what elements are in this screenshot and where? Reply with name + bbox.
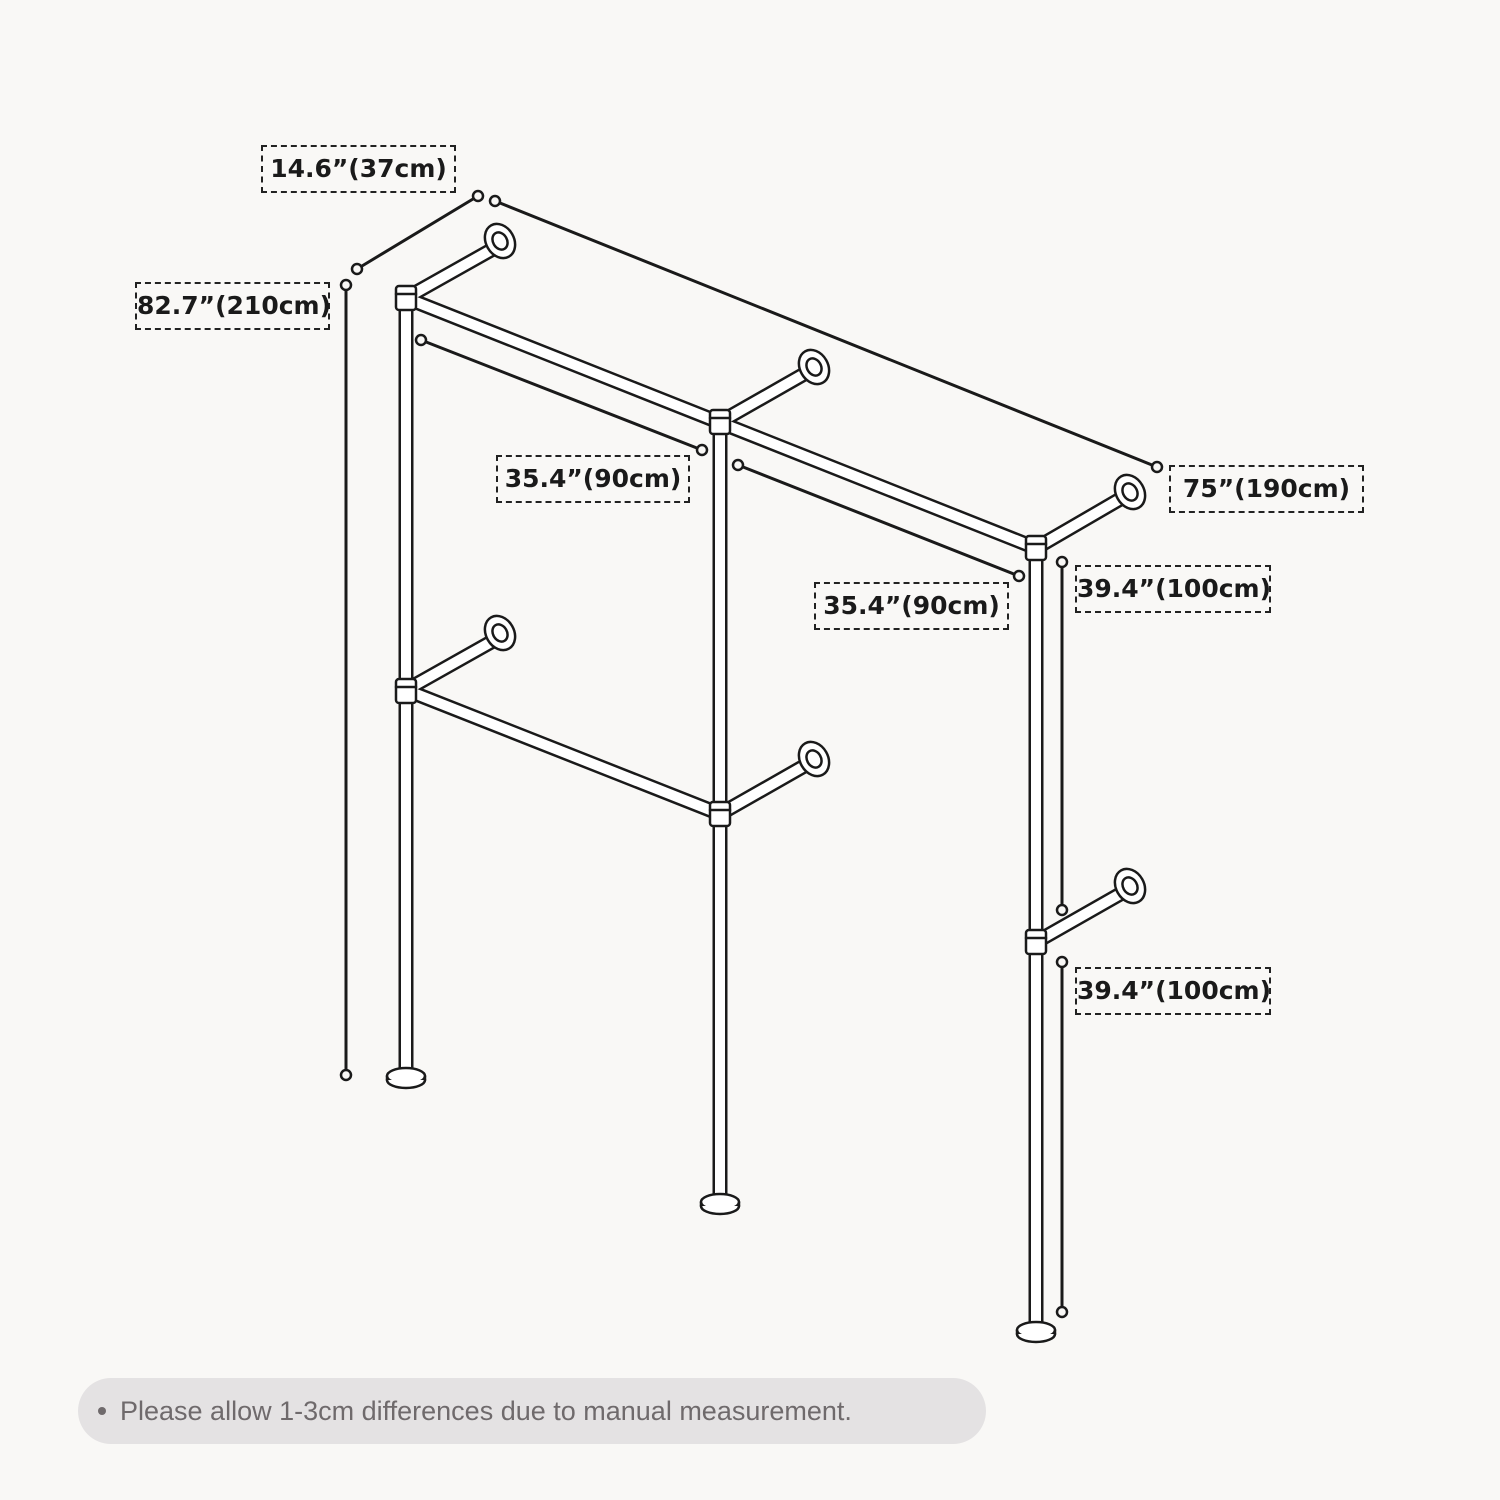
height-label: 82.7”(210cm) (135, 282, 331, 330)
width-label: 75”(190cm) (1169, 465, 1364, 513)
section-right-label: 35.4”(90cm) (814, 582, 1009, 630)
measurement-lines (344, 194, 1159, 1314)
lower-height-label: 39.4”(100cm) (1075, 967, 1271, 1015)
section-left-label: 35.4”(90cm) (496, 455, 690, 503)
measurement-endpoints (339, 189, 1164, 1319)
measurement-note: Please allow 1-3cm differences due to ma… (78, 1378, 986, 1444)
floor-flanges (385, 1066, 1057, 1344)
depth-label: 14.6”(37cm) (261, 145, 456, 193)
upper-height-label: 39.4”(100cm) (1075, 565, 1271, 613)
measurement-note-text: Please allow 1-3cm differences due to ma… (120, 1395, 852, 1426)
wall-flanges (483, 222, 1147, 905)
bullet-icon (98, 1407, 106, 1415)
pipe-fittings (394, 284, 1048, 956)
